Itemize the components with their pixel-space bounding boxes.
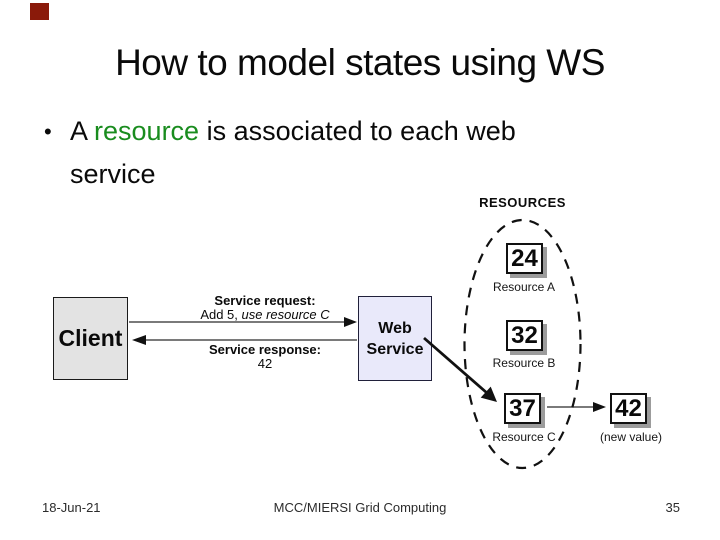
bullet-text-prefix: A [70,116,95,146]
resource-c-label: Resource C [492,430,556,444]
resources-title: RESOURCES [479,195,566,210]
resource-a-label: Resource A [492,280,556,294]
new-value: 42 [615,394,642,422]
resource-a-value: 24 [511,244,538,272]
resource-c-value-box: 37 [504,393,541,424]
footer-page-number: 35 [665,500,680,515]
web-service-label-line1: Web [378,319,412,337]
bullet-text-line2: service [70,159,156,189]
service-request-detail-italic: use resource C [241,307,330,322]
service-response-title: Service response: [208,342,321,357]
client-box: Client [53,297,128,380]
service-response-value: 42 [257,356,273,371]
bullet-text-rest: is associated to each web [199,116,516,146]
service-request-detail-prefix: Add 5, [200,307,242,322]
resource-b-value: 32 [511,321,538,349]
service-request-title: Service request: [214,293,316,308]
resource-a-value-box: 24 [506,243,543,274]
new-value-box: 42 [610,393,647,424]
bullet-marker: • [44,119,52,144]
bullet-text-line1: A resource is associated to each web [70,110,516,153]
page-title: How to model states using WS [115,42,605,83]
service-request-detail: Add 5, use resource C [175,307,355,322]
client-label: Client [58,325,123,351]
footer-date: 18-Jun-21 [42,500,101,515]
footer-course-name: MCC/MIERSI Grid Computing [273,500,447,515]
service-to-resource-arrow [423,336,497,402]
resource-c-value: 37 [509,394,536,422]
resource-update-arrow [547,402,606,412]
web-service-label-line2: Service [366,340,424,358]
slide-accent-rectangle [30,3,49,20]
resource-b-label: Resource B [492,356,556,370]
web-service-box: Web Service [358,296,432,381]
bullet-highlight-resource: resource [94,116,200,146]
bullet-block: • A resource is associated to each web s… [44,110,644,196]
resource-b-value-box: 32 [506,320,543,351]
new-value-label: (new value) [599,430,663,444]
